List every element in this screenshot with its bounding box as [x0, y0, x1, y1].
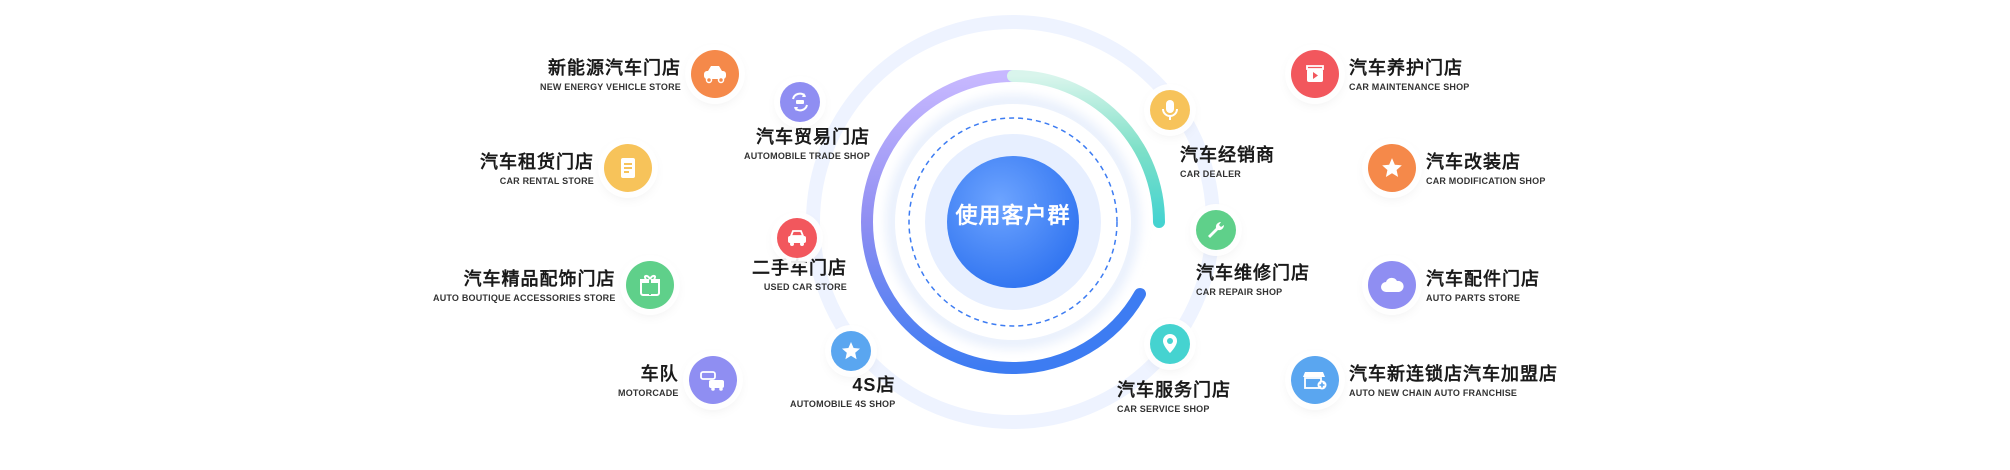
- car-dealer-title: 汽车经销商: [1180, 145, 1275, 165]
- node-title: 汽车精品配饰门店: [463, 268, 616, 289]
- car-service-subtitle: CAR SERVICE SHOP: [1117, 404, 1210, 414]
- node-car-service-shop[interactable]: [1150, 324, 1190, 364]
- node-title: 车队: [640, 363, 679, 384]
- node-car-repair-shop[interactable]: [1196, 210, 1236, 250]
- two-cars-icon: [688, 356, 737, 404]
- storefront-icon: [1291, 356, 1339, 404]
- node-subtitle: MOTORCADE: [618, 387, 679, 398]
- node-title: 汽车养护门店: [1349, 57, 1463, 78]
- node-car-rental-store[interactable]: 汽车租货门店 CAR RENTAL STORE: [480, 144, 652, 192]
- star-icon: [1368, 144, 1416, 192]
- car-exchange-icon: [780, 81, 821, 122]
- node-title: 汽车新连锁店汽车加盟店: [1349, 363, 1558, 384]
- car-dealer-subtitle: CAR DEALER: [1180, 169, 1242, 179]
- center-label: 使用客户群: [955, 203, 1071, 228]
- dashed-ring: [908, 117, 1118, 327]
- node-4s-shop[interactable]: 4S店 AUTOMOBILE 4S SHOP: [790, 322, 895, 409]
- used-car-icon: [777, 217, 817, 258]
- node-subtitle: AUTO BOUTIQUE ACCESSORIES STORE: [433, 292, 616, 303]
- car-service-title: 汽车服务门店: [1117, 380, 1231, 400]
- node-new-energy-store[interactable]: 新能源汽车门店 NEW ENERGY VEHICLE STORE: [540, 50, 739, 98]
- microphone-icon: [1150, 90, 1190, 130]
- car-front-icon: [691, 50, 739, 98]
- node-auto-trade-shop[interactable]: 汽车贸易门店 AUTOMOBILE TRADE SHOP: [744, 81, 870, 161]
- node-subtitle: AUTOMOBILE TRADE SHOP: [744, 151, 871, 161]
- node-car-dealer[interactable]: [1150, 90, 1190, 130]
- node-subtitle: AUTO NEW CHAIN AUTO FRANCHISE: [1349, 387, 1518, 398]
- node-subtitle: USED CAR STORE: [763, 282, 847, 292]
- rent-document-icon: [604, 144, 652, 192]
- node-subtitle: AUTOMOBILE 4S SHOP: [790, 399, 896, 409]
- node-used-car-store[interactable]: 二手车门店 USED CAR STORE: [752, 207, 847, 292]
- location-pin-icon: [1150, 324, 1190, 364]
- node-subtitle: CAR MAINTENANCE SHOP: [1349, 81, 1470, 92]
- node-title: 汽车改装店: [1426, 151, 1521, 172]
- node-motorcade[interactable]: 车队 MOTORCADE: [618, 356, 737, 404]
- node-auto-chain-franchise[interactable]: 汽车新连锁店汽车加盟店 AUTO NEW CHAIN AUTO FRANCHISE: [1291, 356, 1558, 404]
- video-clapper-icon: [1291, 50, 1339, 98]
- node-subtitle: CAR RENTAL STORE: [499, 175, 594, 186]
- car-repair-title: 汽车维修门店: [1196, 263, 1310, 283]
- node-title: 新能源汽车门店: [548, 57, 681, 78]
- inner-shadow-ring: [888, 97, 1138, 347]
- star-icon: [831, 330, 872, 371]
- wrench-icon: [1196, 210, 1236, 250]
- node-subtitle: CAR MODIFICATION SHOP: [1426, 175, 1546, 186]
- node-title: 汽车配件门店: [1426, 268, 1540, 289]
- bottom-blue-arc: [1007, 288, 1146, 374]
- cloud-icon: [1368, 261, 1416, 309]
- node-car-modification-shop[interactable]: 汽车改装店 CAR MODIFICATION SHOP: [1368, 144, 1546, 192]
- node-subtitle: NEW ENERGY VEHICLE STORE: [540, 81, 681, 92]
- node-auto-parts-store[interactable]: 汽车配件门店 AUTO PARTS STORE: [1368, 261, 1540, 309]
- left-gradient-arc: [861, 70, 1019, 374]
- car-repair-subtitle: CAR REPAIR SHOP: [1196, 287, 1283, 297]
- node-car-maintenance-shop[interactable]: 汽车养护门店 CAR MAINTENANCE SHOP: [1291, 50, 1470, 98]
- gift-box-icon: [625, 261, 674, 309]
- node-title: 汽车贸易门店: [756, 127, 871, 147]
- node-auto-boutique-store[interactable]: 汽车精品配饰门店 AUTO BOUTIQUE ACCESSORIES STORE: [433, 261, 674, 309]
- node-subtitle: AUTO PARTS STORE: [1426, 292, 1521, 303]
- right-gradient-arc: [1007, 70, 1165, 228]
- node-title: 4S店: [852, 375, 896, 395]
- node-title: 二手车门店: [752, 258, 847, 278]
- core-circle: [947, 156, 1079, 288]
- node-title: 汽车租货门店: [480, 151, 594, 172]
